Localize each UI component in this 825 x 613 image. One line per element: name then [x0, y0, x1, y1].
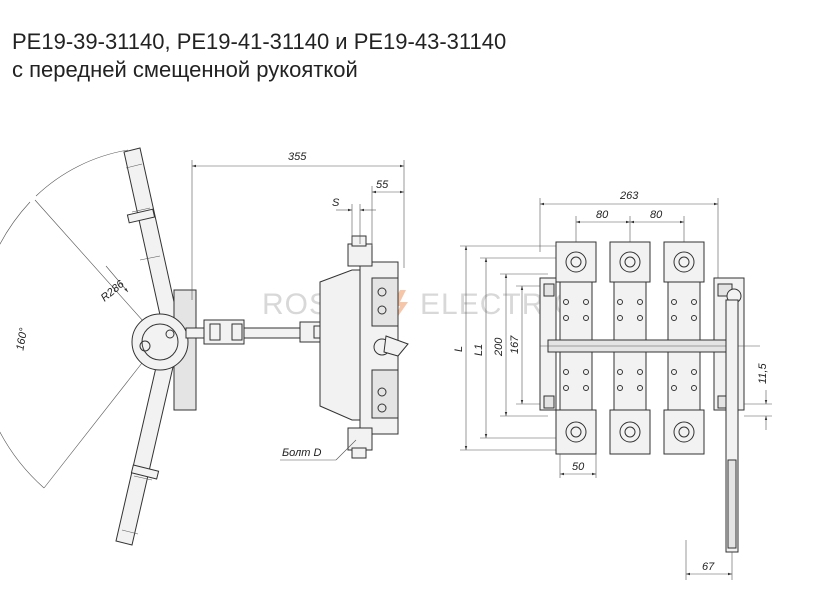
- handle-upper: [123, 147, 179, 325]
- side-view: R286 160°: [0, 147, 409, 546]
- contact-holes: [563, 299, 697, 391]
- dim-l1: L1: [473, 344, 485, 356]
- dim-200: 200: [493, 337, 505, 357]
- dim-55: 55: [376, 179, 389, 191]
- dim-80-right: 80: [650, 209, 663, 221]
- title-line-1: РЕ19-39-31140, РЕ19-41-31140 и РЕ19-43-3…: [12, 29, 507, 54]
- dim-67: 67: [702, 561, 715, 573]
- title-line-2: с передней смещенной рукояткой: [12, 57, 358, 82]
- page-title: РЕ19-39-31140, РЕ19-41-31140 и РЕ19-43-3…: [12, 28, 506, 84]
- watermark: ROS ELECTRIC: [262, 288, 575, 322]
- swing-arc: [0, 201, 45, 489]
- dim-167: 167: [509, 335, 521, 354]
- radius-arc-top: [35, 149, 129, 197]
- dim-263: 263: [619, 190, 639, 202]
- dim-50: 50: [572, 461, 585, 473]
- radius-leader-2: [43, 339, 161, 489]
- dim-s: S: [332, 197, 340, 209]
- handle-lower: [115, 349, 177, 546]
- radius-leader: [34, 199, 161, 341]
- r286-arrow: [105, 265, 129, 293]
- dim-11-5: 11,5: [757, 363, 769, 384]
- watermark-left: ROS: [262, 288, 330, 321]
- dim-l: L: [453, 346, 465, 352]
- dim-angle-160: 160°: [14, 326, 30, 351]
- dim-80-left: 80: [596, 209, 609, 221]
- switch-body-side: [319, 235, 409, 459]
- front-view: 263 80 80 L L1 200 167: [453, 190, 772, 580]
- dim-355: 355: [288, 151, 307, 163]
- dim-r286: R286: [99, 278, 128, 305]
- label-bolt-d: Болт D: [282, 447, 321, 459]
